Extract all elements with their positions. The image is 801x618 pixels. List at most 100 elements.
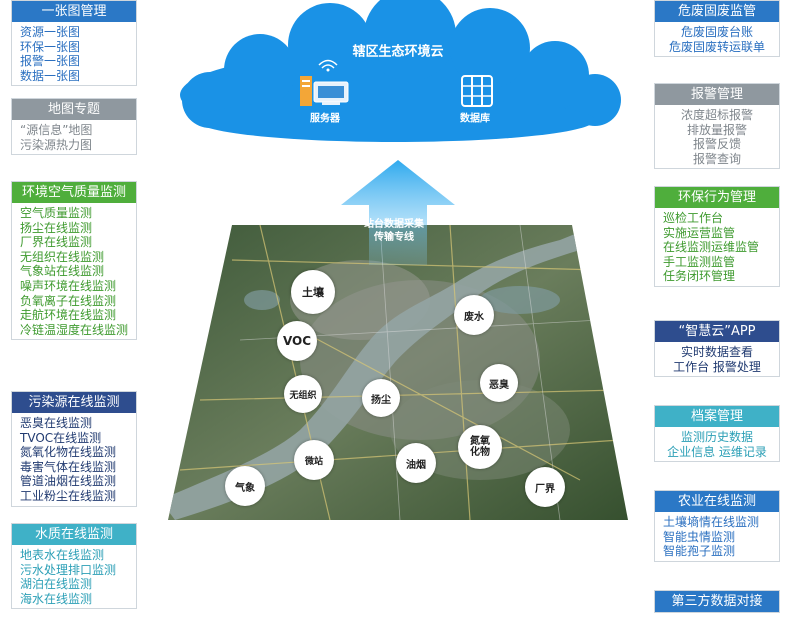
panel-title: 报警管理 xyxy=(655,84,779,105)
panel-item[interactable]: 管道油烟在线监测 xyxy=(20,474,117,489)
panel-title: 一张图管理 xyxy=(12,1,136,22)
database-icon xyxy=(461,75,493,107)
panel-title: 水质在线监测 xyxy=(12,524,136,545)
panel-item[interactable]: 危废固废转运联单 xyxy=(668,39,765,54)
panel-item[interactable]: 排放量报警 xyxy=(686,122,747,137)
map-node-7[interactable]: 微站 xyxy=(294,440,334,480)
panel-item[interactable]: 实时数据查看 xyxy=(680,345,753,359)
panel-item[interactable]: 湖泊在线监测 xyxy=(20,577,93,592)
panel-title: 档案管理 xyxy=(655,406,779,427)
panel-item[interactable]: 手工监测监管 xyxy=(663,254,736,269)
panel-body: 危废固废台账危废固废转运联单 xyxy=(655,22,779,56)
map-node-9[interactable]: 气象 xyxy=(225,466,265,506)
map-node-4[interactable]: 无组织 xyxy=(284,375,322,413)
panel-item[interactable]: 在线监测运维监管 xyxy=(663,240,760,255)
database-label: 数据库 xyxy=(460,113,490,125)
panel-title: 危废固废监管 xyxy=(655,1,779,22)
panel-item[interactable]: 恶臭在线监测 xyxy=(20,416,93,430)
panel-item[interactable]: 智能虫情监测 xyxy=(663,529,736,544)
map-node-2[interactable]: 废水 xyxy=(454,295,494,335)
right-panel-2: 环保行为管理巡检工作台实施运营监管在线监测运维监管手工监测监管任务闭环管理 xyxy=(654,186,780,287)
cloud-shape xyxy=(180,0,621,142)
panel-item[interactable]: 气象站在线监测 xyxy=(20,264,105,279)
left-panel-0: 一张图管理资源一张图环保一张图报警一张图数据一张图 xyxy=(11,0,137,87)
panel-item[interactable]: 环保一张图 xyxy=(20,39,81,54)
map-node-0[interactable]: 土壤 xyxy=(291,270,335,314)
panel-title: 环保行为管理 xyxy=(655,187,779,208)
map-node-label: 气象 xyxy=(235,482,255,494)
panel-item[interactable]: 氮氧化物在线监测 xyxy=(20,445,117,460)
panel-item[interactable]: 负氧离子在线监测 xyxy=(20,293,117,308)
panel-body: “源信息”地图污染源热力图 xyxy=(12,120,136,154)
panel-item[interactable]: 冷链温湿度在线监测 xyxy=(20,322,129,337)
map-node-label: 土壤 xyxy=(302,286,324,299)
left-panel-2: 环境空气质量监测空气质量监测扬尘在线监测厂界在线监测无组织在线监测气象站在线监测… xyxy=(11,181,137,341)
panel-title: “智慧云”APP xyxy=(655,321,779,342)
panel-item[interactable]: 毒害气体在线监测 xyxy=(20,459,117,474)
panel-title: 农业在线监测 xyxy=(655,491,779,512)
server-icon xyxy=(300,59,349,106)
panel-item[interactable]: 巡检工作台 xyxy=(663,211,724,225)
panel-item[interactable]: 工作台 报警处理 xyxy=(673,359,761,374)
map-node-label: 微站 xyxy=(304,456,323,467)
right-panel-5: 农业在线监测土壤墒情在线监测智能虫情监测智能孢子监测 xyxy=(654,490,780,562)
panel-item[interactable]: 空气质量监测 xyxy=(20,206,93,220)
panel-item[interactable]: 监测历史数据 xyxy=(680,430,753,444)
panel-body: 空气质量监测扬尘在线监测厂界在线监测无组织在线监测气象站在线监测噪声环境在线监测… xyxy=(12,203,136,339)
map-node-label: 废水 xyxy=(464,311,484,323)
right-panel-0: 危废固废监管危废固废台账危废固废转运联单 xyxy=(654,0,780,58)
right-panel-6: 第三方数据对接 xyxy=(654,590,780,613)
panel-item[interactable]: 智能孢子监测 xyxy=(663,544,736,559)
panel-item[interactable]: 报警一张图 xyxy=(20,54,81,69)
map-node-5[interactable]: 扬尘 xyxy=(362,379,400,417)
panel-item[interactable]: 工业粉尘在线监测 xyxy=(20,488,117,503)
panel-item[interactable]: 报警查询 xyxy=(692,151,741,166)
left-panel-4: 水质在线监测地表水在线监测污水处理排口监测湖泊在线监测海水在线监测 xyxy=(11,523,137,610)
map-node-3[interactable]: 恶臭 xyxy=(480,364,518,402)
panel-item[interactable]: 地表水在线监测 xyxy=(20,548,105,562)
left-panel-1: 地图专题“源信息”地图污染源热力图 xyxy=(11,98,137,156)
panel-body: 监测历史数据企业信息 运维记录 xyxy=(655,427,779,461)
map-node-label: 无组织 xyxy=(289,390,317,401)
panel-item[interactable]: “源信息”地图 xyxy=(20,123,93,137)
map-node-8[interactable]: 油烟 xyxy=(396,443,436,483)
panel-body: 地表水在线监测污水处理排口监测湖泊在线监测海水在线监测 xyxy=(12,545,136,608)
panel-item[interactable]: 噪声环境在线监测 xyxy=(20,278,117,293)
map-node-1[interactable]: VOC xyxy=(277,321,317,361)
panel-item[interactable]: 实施运营监管 xyxy=(663,225,736,240)
panel-body: 实时数据查看工作台 报警处理 xyxy=(655,342,779,376)
map-node-6[interactable]: 氮氧化物 xyxy=(458,425,502,469)
panel-item[interactable]: 数据一张图 xyxy=(20,68,81,83)
panel-body: 巡检工作台实施运营监管在线监测运维监管手工监测监管任务闭环管理 xyxy=(655,208,779,286)
map-node-label: 油烟 xyxy=(406,459,426,471)
cloud-title: 辖区生态环境云 xyxy=(352,44,444,60)
panel-item[interactable]: 扬尘在线监测 xyxy=(20,220,93,235)
panel-item[interactable]: 企业信息 运维记录 xyxy=(667,444,767,459)
panel-item[interactable]: 危废固废台账 xyxy=(680,25,753,39)
panel-item[interactable]: 报警反馈 xyxy=(692,137,741,152)
panel-item[interactable]: 资源一张图 xyxy=(20,25,81,39)
panel-item[interactable]: 土壤墒情在线监测 xyxy=(663,515,760,529)
map-node-label: 氮氧化物 xyxy=(470,435,490,459)
arrow-label: 站台数据采集 传输专线 xyxy=(364,218,424,244)
panel-item[interactable]: 任务闭环管理 xyxy=(663,269,736,284)
panel-title: 环境空气质量监测 xyxy=(12,182,136,203)
map-node-label: VOC xyxy=(282,334,312,348)
panel-item[interactable]: 海水在线监测 xyxy=(20,591,93,606)
panel-item[interactable]: 浓度超标报警 xyxy=(680,108,753,122)
panel-item[interactable]: 污染源热力图 xyxy=(20,137,93,152)
panel-title: 第三方数据对接 xyxy=(655,591,779,612)
panel-item[interactable]: TVOC在线监测 xyxy=(20,430,102,445)
map-node-label: 恶臭 xyxy=(489,379,509,391)
panel-item[interactable]: 厂界在线监测 xyxy=(20,235,93,250)
map-node-10[interactable]: 厂界 xyxy=(525,467,565,507)
panel-item[interactable]: 污水处理排口监测 xyxy=(20,562,117,577)
panel-item[interactable]: 无组织在线监测 xyxy=(20,249,105,264)
panel-item[interactable]: 走航环境在线监测 xyxy=(20,308,117,323)
map-node-label: 厂界 xyxy=(535,483,555,495)
map-node-label: 扬尘 xyxy=(371,394,391,406)
